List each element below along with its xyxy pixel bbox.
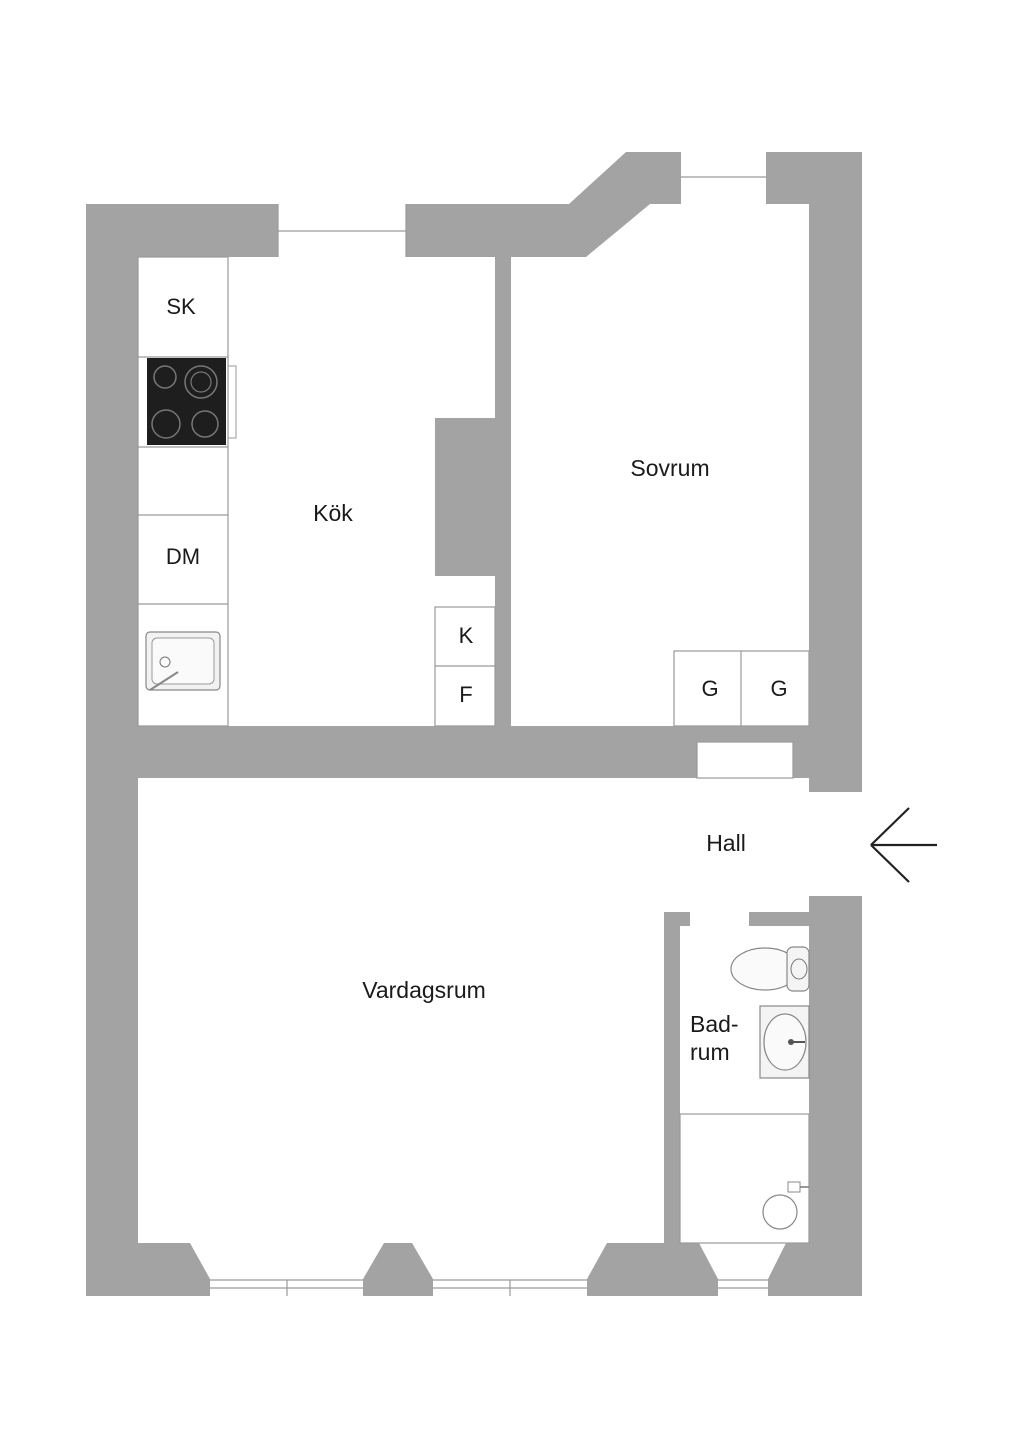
room-label-badrum-1: Bad-	[690, 1011, 739, 1037]
room-label-vardagsrum: Vardagsrum	[362, 977, 486, 1003]
stove-icon	[147, 358, 237, 445]
washbasin-icon	[759, 1005, 810, 1079]
bathroom-wall-right	[809, 896, 862, 1296]
shower-area	[679, 1113, 810, 1244]
wardrobe-label-1: G	[701, 676, 718, 701]
bathroom-wall-left	[664, 912, 680, 1243]
hall-closet	[696, 741, 794, 779]
entrance-arrow-icon	[870, 807, 937, 883]
sk-label: SK	[166, 294, 196, 319]
bathroom-window	[699, 1243, 786, 1296]
room-label-sovrum: Sovrum	[630, 455, 709, 481]
k-label: K	[459, 623, 474, 648]
bedroom-wall-thin	[495, 257, 511, 726]
toilet-icon	[730, 946, 810, 992]
f-label: F	[459, 682, 472, 707]
hall-side-wall	[809, 726, 862, 792]
bathroom-fixtures	[679, 946, 810, 1244]
wardrobes: G G	[673, 650, 810, 727]
bathroom-wall-top-a	[664, 912, 690, 926]
outer-wall	[86, 152, 862, 1296]
room-labels: Kök Sovrum Hall Vardagsrum Bad- rum	[313, 455, 746, 1065]
kitchen-counter	[137, 256, 229, 727]
kitchen-fixtures: SK DM K F	[137, 256, 496, 727]
kitchen-divider-wall-right	[435, 726, 527, 778]
bedroom-window	[681, 152, 766, 204]
room-label-hall: Hall	[706, 830, 746, 856]
bathroom-wall-top-b	[749, 912, 809, 926]
chimney-block	[435, 418, 495, 576]
hall-entrance-opening	[809, 792, 863, 896]
dm-label: DM	[166, 544, 200, 569]
room-label-kok: Kök	[313, 500, 353, 526]
shower-icon	[762, 1181, 809, 1230]
room-label-badrum-2: rum	[690, 1039, 730, 1065]
living-window-1	[190, 1243, 384, 1296]
windows	[190, 152, 863, 1296]
living-window-2	[412, 1243, 607, 1296]
kitchen-divider-wall-left	[138, 726, 330, 778]
kitchen-sink-icon	[145, 631, 221, 691]
wardrobe-label-2: G	[770, 676, 787, 701]
walls	[86, 152, 862, 1296]
